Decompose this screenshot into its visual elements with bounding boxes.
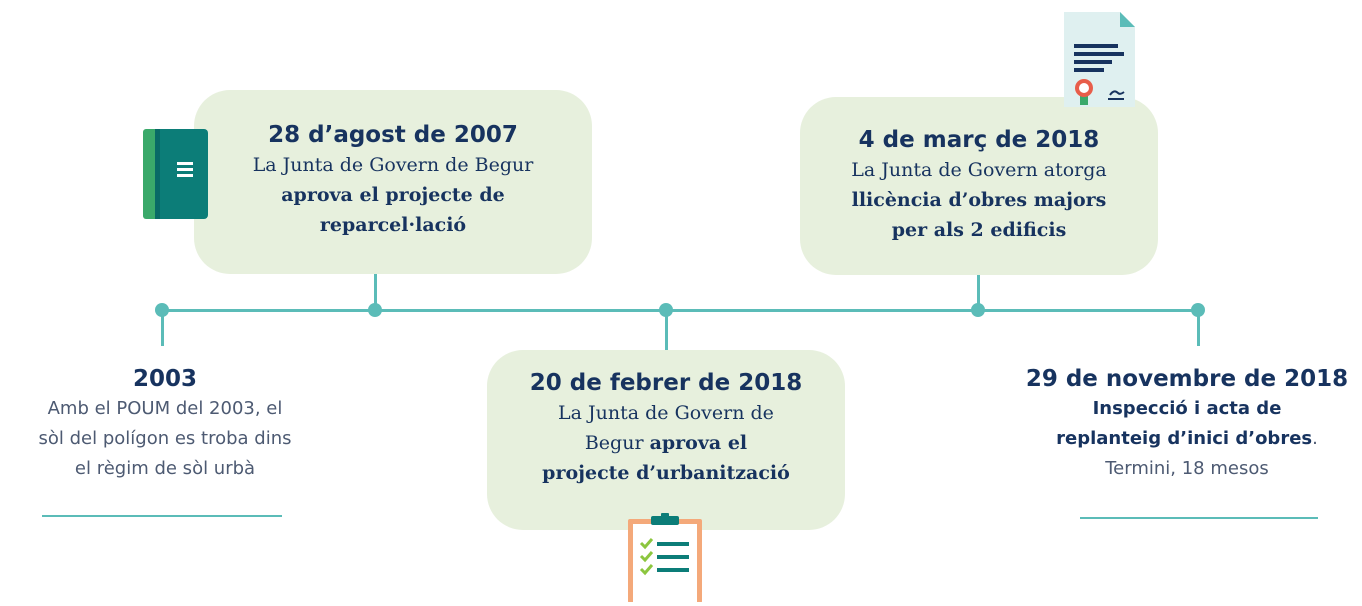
event-mixed-line: Begur aprova el [487,428,845,458]
event-highlight: reparcel·lació [319,214,467,236]
book-icon [143,129,208,219]
event-punctuation: . [1312,428,1318,449]
event-underline [1080,517,1318,519]
event-highlight-line: llicència d’obres majors [800,185,1158,215]
event-underline [42,515,282,517]
timeline-stem [1197,310,1200,346]
event-date: 29 de novembre de 2018 [1025,366,1349,392]
timeline-line [162,309,1200,312]
event-highlight: aprova el projecte de [281,184,505,206]
event-intro: La Junta de Govern atorga [851,159,1107,181]
timeline-stem [161,310,164,346]
event-date: 4 de març de 2018 [858,127,1100,153]
timeline-stem [374,272,377,310]
event-date: 28 d’agost de 2007 [268,122,518,148]
event-text-line: Amb el POUM del 2003, el [47,398,283,419]
event-date: 2003 [132,366,197,392]
event-highlight-line: per als 2 edificis [800,215,1158,245]
event-text: Begur [584,432,650,454]
timeline-dot [971,303,985,317]
event-highlight: per als 2 edificis [891,219,1067,241]
event-highlight: llicència d’obres majors [851,189,1107,211]
timeline-stem [977,272,980,310]
event-highlight: replanteig d’inici d’obres [1056,428,1313,449]
event-mixed-line: replanteig d’inici d’obres. [1012,424,1362,454]
event-highlight-line: reparcel·lació [194,210,592,240]
event-highlight: aprova el [649,432,748,454]
timeline-dot [368,303,382,317]
timeline-dot [155,303,169,317]
event-text-line: Termini, 18 mesos [1105,458,1269,479]
event-text-line: sòl del polígon es troba dins [38,428,292,449]
event-intro: La Junta de Govern de [558,402,774,424]
timeline-dot [1191,303,1205,317]
event-highlight-line: projecte d’urbanització [487,458,845,488]
event-card-mar-2018: 4 de març de 2018 La Junta de Govern ato… [800,97,1158,275]
event-intro: La Junta de Govern de Begur [252,154,534,176]
event-highlight: projecte d’urbanització [542,462,790,484]
event-card-2007: 28 d’agost de 2007 La Junta de Govern de… [194,90,592,274]
event-card-feb-2018: 20 de febrer de 2018 La Junta de Govern … [487,350,845,530]
event-2003: 2003 Amb el POUM del 2003, el sòl del po… [0,364,330,484]
event-highlight: Inspecció i acta de [1092,398,1282,419]
timeline-stem [665,310,668,352]
event-date: 20 de febrer de 2018 [529,370,803,396]
timeline-dot [659,303,673,317]
clipboard-checklist-icon [627,513,703,603]
certificate-icon [1062,11,1136,108]
event-text-line: el règim de sòl urbà [74,458,256,479]
event-highlight-line: aprova el projecte de [194,180,592,210]
event-nov-2018: 29 de novembre de 2018 Inspecció i acta … [1012,364,1362,484]
